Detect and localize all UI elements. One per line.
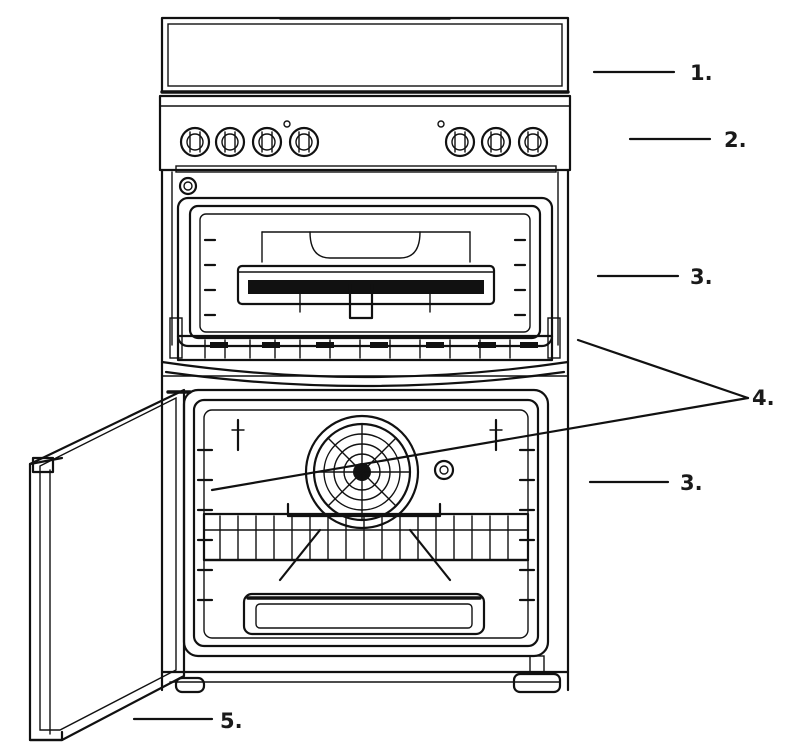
callout-label-5: 5.: [220, 709, 243, 733]
oven-door: [28, 388, 192, 742]
callout-label-1: 1.: [690, 61, 713, 85]
callout-labels: 1. 2. 3. 4. 3. 5.: [220, 61, 775, 733]
oven-lamp-icon: [433, 459, 455, 481]
control-knob: [214, 126, 246, 158]
leader-line-4-upper: [576, 338, 750, 400]
grill-pan: [236, 264, 496, 306]
cabinet-body: [160, 168, 570, 692]
control-panel: [158, 94, 572, 173]
callout-label-4: 4.: [752, 386, 775, 410]
callout-label-3-main: 3.: [680, 471, 703, 495]
leader-lines: [132, 70, 750, 721]
leader-line-4-lower: [210, 396, 750, 492]
top-oven-light-icon: [178, 176, 198, 196]
callout-label-3-top: 3.: [690, 265, 713, 289]
foot-right: [512, 672, 562, 694]
bottom-tray: [242, 592, 486, 636]
door-handle: [31, 456, 55, 474]
plinth: [160, 655, 570, 694]
indicator-light-icon: [437, 120, 445, 128]
control-knobs-right: [437, 120, 549, 158]
control-knob: [288, 126, 320, 158]
top-oven-shelf: [169, 317, 561, 362]
cooker-lid: [160, 16, 570, 94]
foot-left: [174, 676, 206, 694]
control-knobs-left: [179, 120, 320, 158]
main-oven-shelf: [202, 502, 530, 582]
indicator-light-icon: [283, 120, 291, 128]
control-knob: [517, 126, 549, 158]
fan-cover: [304, 414, 420, 530]
callout-label-2: 2.: [724, 128, 747, 152]
top-oven-cavity: [176, 196, 554, 348]
divider-trim: [160, 360, 570, 388]
control-knob: [480, 126, 512, 158]
control-knob: [444, 126, 476, 158]
control-knob: [179, 126, 211, 158]
control-knob: [251, 126, 283, 158]
